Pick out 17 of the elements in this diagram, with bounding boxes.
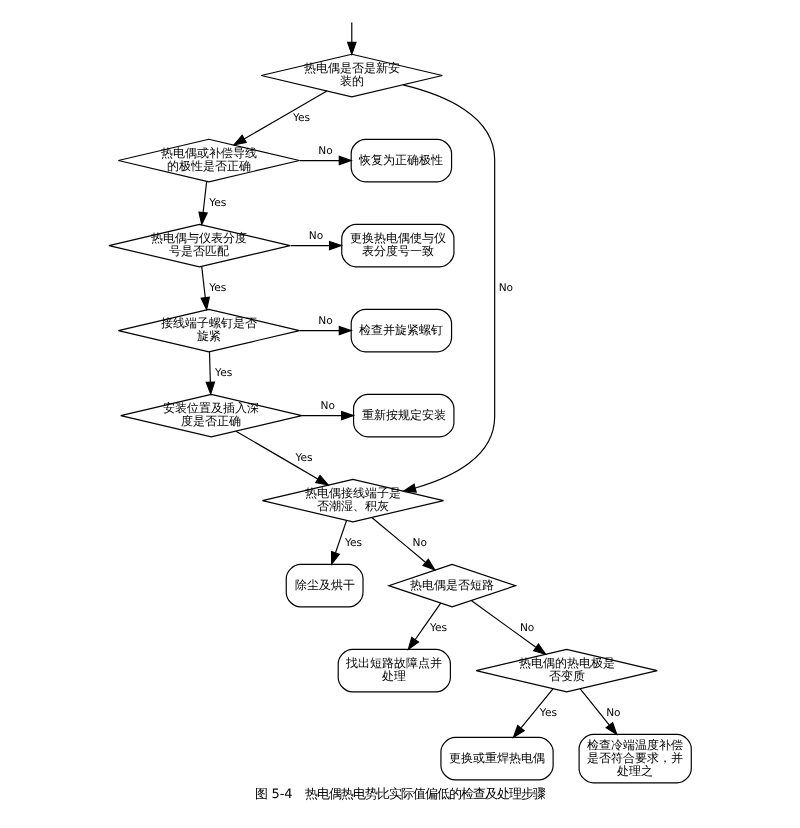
arrow [235, 430, 330, 486]
arrow [402, 84, 496, 493]
arrow [198, 180, 209, 227]
arrow [371, 517, 437, 572]
arrow [298, 155, 353, 166]
arrow [512, 688, 554, 739]
arrow [330, 519, 348, 566]
arrow [471, 600, 548, 656]
arrow [407, 602, 442, 651]
arrow [346, 21, 357, 57]
arrow [200, 265, 211, 312]
arrow [289, 240, 344, 251]
arrow [301, 410, 356, 421]
arrow [579, 688, 618, 736]
arrow [205, 351, 216, 396]
arrow [298, 325, 353, 336]
arrow [232, 90, 328, 146]
